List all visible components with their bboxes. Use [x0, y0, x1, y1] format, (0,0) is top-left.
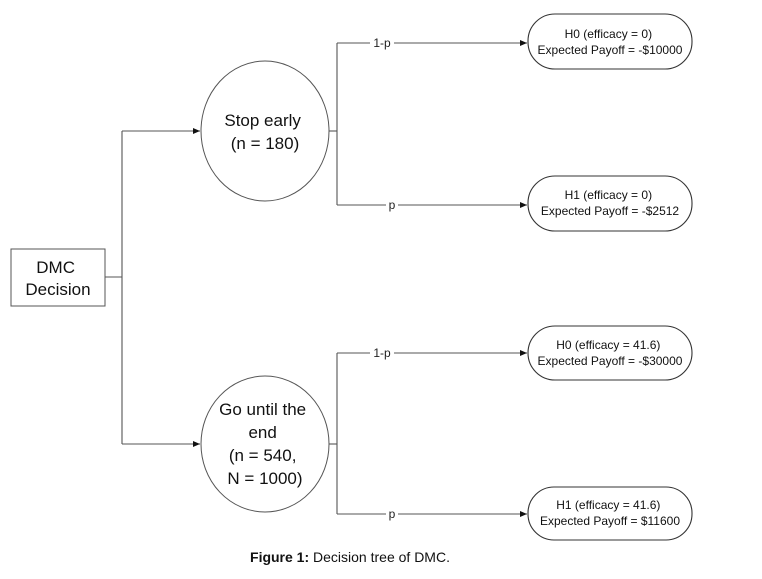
leaf-label: H0 (efficacy = 0) Expected Payoff = -$10…	[538, 27, 683, 57]
edge-probability-label: p	[389, 198, 396, 212]
leaf-hypothesis: H1 (efficacy = 0)	[565, 188, 652, 202]
chance-label-line: (n = 540,	[229, 446, 297, 465]
decision-tree-diagram: DMC Decision Stop early (n = 180) Go unt…	[10, 13, 693, 541]
chance-label-line: end	[248, 423, 276, 442]
caption-prefix: Figure 1:	[250, 549, 310, 565]
root-box	[10, 248, 106, 307]
leaf-hypothesis: H0 (efficacy = 41.6)	[556, 338, 660, 352]
figure-caption: Figure 1: Decision tree of DMC.	[0, 549, 700, 565]
edge-probability-label: 1-p	[373, 36, 391, 50]
chance-circle	[200, 375, 330, 513]
chance-label-line: N = 1000)	[227, 469, 302, 488]
leaf-hypothesis: H0 (efficacy = 0)	[565, 27, 652, 41]
root-label-line: Decision	[25, 280, 90, 299]
root-label-line: DMC	[36, 258, 75, 277]
root-connectors	[105, 128, 200, 447]
caption-text: Decision tree of DMC.	[309, 549, 450, 565]
chance-label-line: (n = 180)	[231, 134, 300, 153]
chance-circle	[200, 60, 330, 202]
leaf-payoff: Expected Payoff = $11600	[540, 514, 680, 528]
edge-probability-label: p	[389, 507, 396, 521]
leaf-box	[527, 486, 693, 541]
chance-node-stop-early: Stop early (n = 180)	[200, 60, 330, 202]
root-node: DMC Decision	[10, 248, 106, 307]
chance-node-go-until-end: Go until the end (n = 540, N = 1000)	[200, 375, 330, 513]
leaf-hypothesis: H1 (efficacy = 41.6)	[556, 498, 660, 512]
chance-label: Stop early (n = 180)	[224, 111, 305, 153]
chance-label: Go until the end (n = 540, N = 1000)	[219, 400, 311, 488]
leaf-payoff: Expected Payoff = -$30000	[538, 354, 683, 368]
edge-probability-label: 1-p	[373, 346, 391, 360]
root-label: DMC Decision	[25, 258, 90, 299]
leaf-label: H1 (efficacy = 0) Expected Payoff = -$25…	[541, 188, 680, 218]
leaf-node-go-until-end-h0: H0 (efficacy = 41.6) Expected Payoff = -…	[527, 325, 693, 381]
leaf-label: H0 (efficacy = 41.6) Expected Payoff = -…	[538, 338, 683, 368]
leaf-payoff: Expected Payoff = -$2512	[541, 204, 680, 218]
chance-label-line: Go until the	[219, 400, 306, 419]
leaf-box	[527, 13, 693, 70]
leaf-label: H1 (efficacy = 41.6) Expected Payoff = $…	[540, 498, 680, 528]
leaf-node-stop-early-h1: H1 (efficacy = 0) Expected Payoff = -$25…	[527, 175, 693, 232]
go-until-end-connectors: 1-p p	[329, 346, 527, 521]
leaf-node-stop-early-h0: H0 (efficacy = 0) Expected Payoff = -$10…	[527, 13, 693, 70]
stop-early-connectors: 1-p p	[329, 36, 527, 212]
chance-label-line: Stop early	[224, 111, 301, 130]
leaf-box	[527, 325, 693, 381]
leaf-payoff: Expected Payoff = -$10000	[538, 43, 683, 57]
leaf-box	[527, 175, 693, 232]
leaf-node-go-until-end-h1: H1 (efficacy = 41.6) Expected Payoff = $…	[527, 486, 693, 541]
